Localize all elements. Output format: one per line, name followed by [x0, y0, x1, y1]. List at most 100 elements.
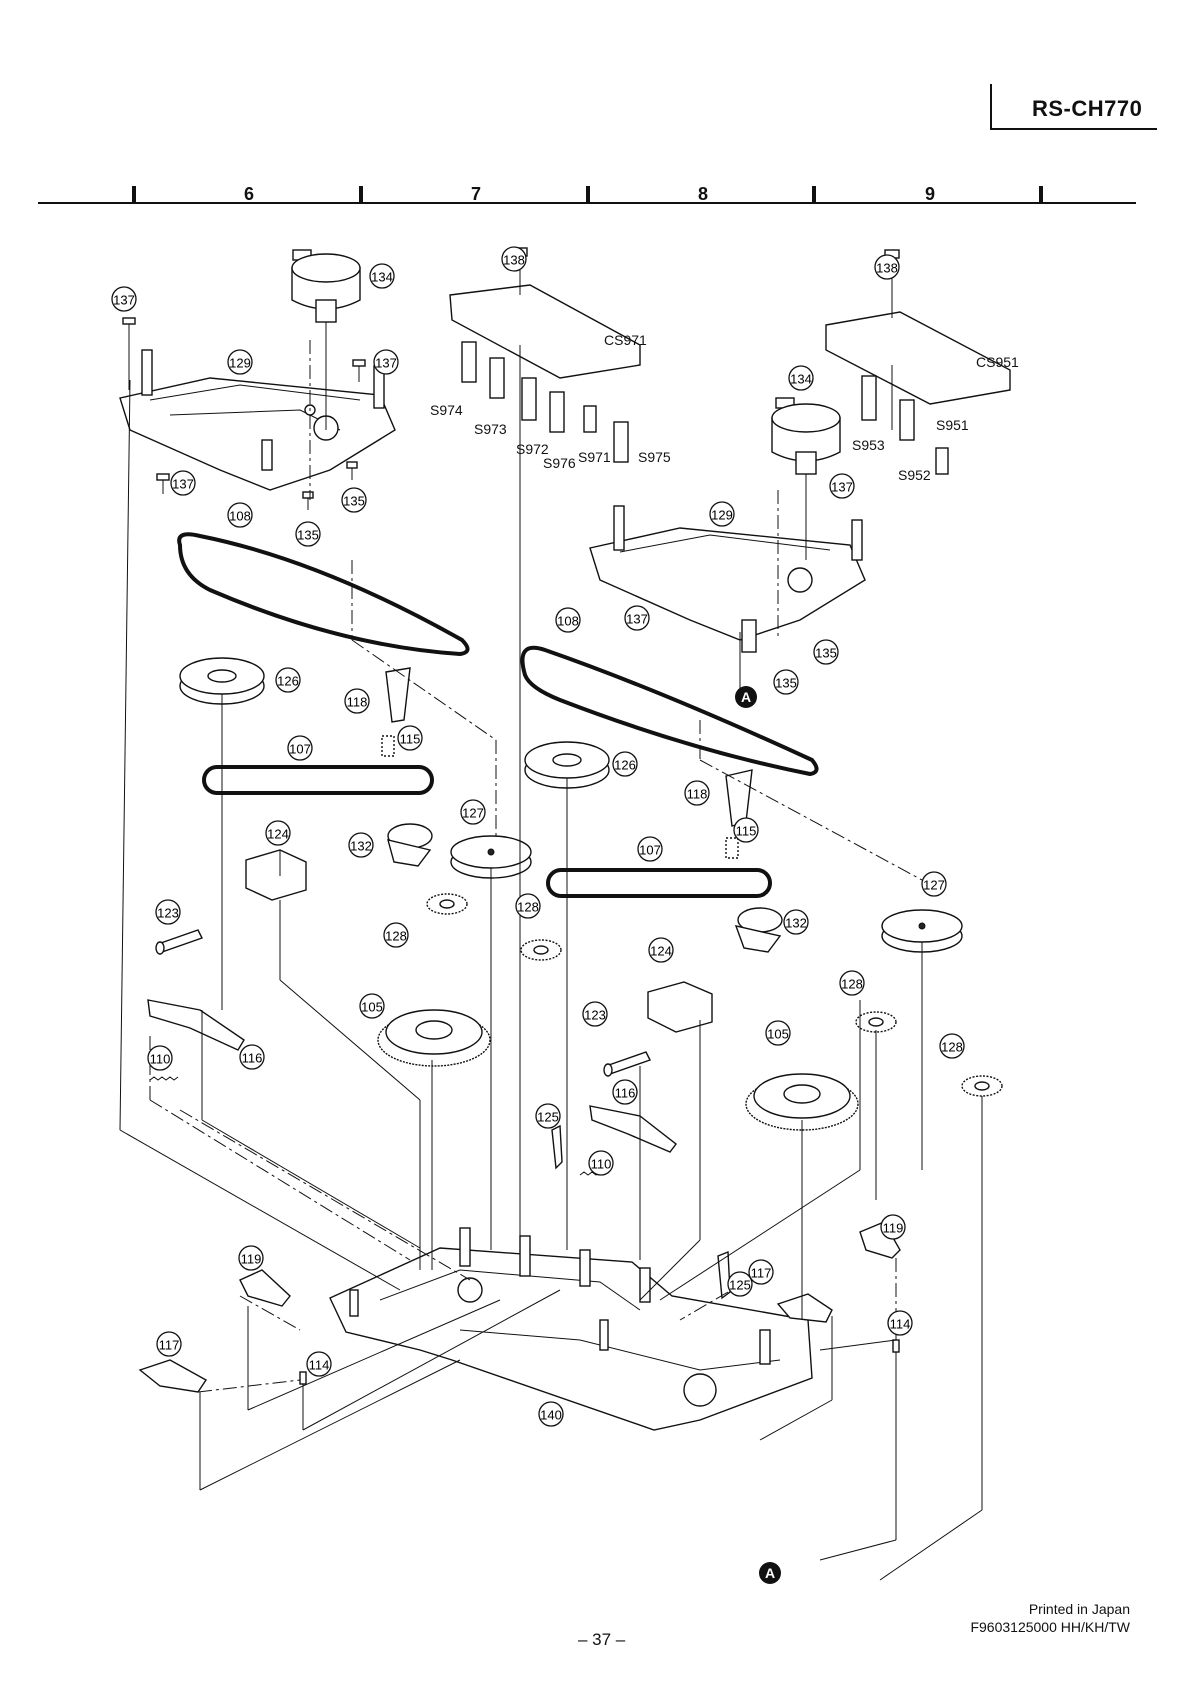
- belt-107-right: [546, 868, 772, 898]
- switch-group-left: [461, 341, 629, 463]
- callout-123: 123: [582, 1001, 608, 1027]
- callout-108: 108: [227, 502, 253, 528]
- label-cs951: CS951: [976, 354, 1019, 370]
- callout-137: 137: [624, 605, 650, 631]
- column-label: 8: [697, 184, 708, 204]
- callout-105: 105: [765, 1020, 791, 1046]
- solenoid-124-left: [245, 849, 307, 901]
- svg-text:110: 110: [591, 1157, 612, 1172]
- svg-text:135: 135: [775, 676, 797, 691]
- callout-108: 108: [555, 607, 581, 633]
- label-cs971: CS971: [604, 332, 647, 348]
- screw-137: [352, 359, 366, 382]
- svg-text:137: 137: [172, 477, 194, 492]
- motor-134-right: [771, 397, 841, 475]
- callout-129: 129: [227, 349, 253, 375]
- callout-116: 116: [612, 1079, 638, 1105]
- callout-125: 125: [535, 1103, 561, 1129]
- flywheel-126-right: [524, 741, 610, 828]
- lever-119-left: [239, 1269, 291, 1307]
- solenoid-124-right: [647, 981, 713, 1033]
- belt-108-right: [520, 645, 819, 777]
- callout-118: 118: [684, 780, 710, 806]
- callout-127: 127: [921, 871, 947, 897]
- reel-gear-105-left: [377, 1009, 491, 1067]
- print-footer: Printed in Japan F9603125000 HH/KH/TW: [940, 1600, 1130, 1636]
- callout-134: 134: [369, 263, 395, 289]
- svg-text:127: 127: [462, 806, 484, 821]
- flywheel-126-left: [179, 657, 265, 742]
- label-s973: S973: [474, 421, 507, 437]
- svg-text:137: 137: [831, 480, 853, 495]
- svg-text:118: 118: [347, 695, 368, 710]
- callout-135: 135: [813, 639, 839, 665]
- callout-117: 117: [748, 1259, 774, 1285]
- callout-126: 126: [275, 667, 301, 693]
- svg-text:114: 114: [309, 1358, 330, 1373]
- callout-128: 128: [839, 970, 865, 996]
- svg-text:118: 118: [687, 787, 708, 802]
- svg-text:105: 105: [361, 1000, 383, 1015]
- ruler-tick: [132, 186, 136, 204]
- pinch-arm-118-right: [725, 769, 753, 859]
- svg-text:110: 110: [150, 1052, 171, 1067]
- ruler-tick: [1039, 186, 1043, 204]
- svg-text:115: 115: [400, 732, 421, 747]
- model-label-box: [990, 84, 1157, 130]
- callout-128: 128: [939, 1033, 965, 1059]
- gear-132-right: [734, 907, 783, 953]
- gear-132-left: [387, 823, 433, 867]
- screw-137: [122, 317, 136, 340]
- svg-text:117: 117: [159, 1338, 180, 1353]
- pcb-138-right: [825, 249, 1011, 405]
- callout-119: 119: [238, 1245, 264, 1271]
- printed-in: Printed in Japan: [1028, 1601, 1130, 1617]
- label-s953: S953: [852, 437, 885, 453]
- svg-text:128: 128: [841, 977, 863, 992]
- callout-137: 137: [170, 470, 196, 496]
- callout-123: 123: [155, 899, 181, 925]
- gear-128-mid: [520, 939, 562, 961]
- callout-125: 125: [727, 1271, 753, 1297]
- callout-110: 110: [588, 1150, 614, 1176]
- callout-124: 124: [265, 820, 291, 846]
- callout-114: 114: [306, 1351, 332, 1377]
- pulley-127-left: [450, 835, 532, 912]
- screw-137: [156, 473, 170, 494]
- svg-text:138: 138: [503, 253, 525, 268]
- gear-128-right: [855, 1011, 897, 1033]
- marker-a-lower: A: [759, 1562, 781, 1584]
- lever-117-right: [776, 1293, 833, 1323]
- callout-127: 127: [460, 799, 486, 825]
- document-code: F9603125000 HH/KH/TW: [970, 1619, 1130, 1635]
- callout-135: 135: [341, 487, 367, 513]
- label-s952: S952: [898, 467, 931, 483]
- svg-text:125: 125: [729, 1278, 751, 1293]
- callout-138: 138: [501, 246, 527, 272]
- svg-text:126: 126: [277, 674, 299, 689]
- callout-118: 118: [344, 688, 370, 714]
- svg-text:123: 123: [157, 906, 179, 921]
- reel-gear-105-right: [745, 1073, 859, 1131]
- callout-132: 132: [783, 909, 809, 935]
- label-s971: S971: [578, 449, 611, 465]
- svg-text:128: 128: [941, 1040, 963, 1055]
- svg-text:129: 129: [229, 356, 251, 371]
- label-s975: S975: [638, 449, 671, 465]
- spring-114-left: [299, 1371, 307, 1385]
- column-label: 6: [243, 184, 254, 204]
- gear-128-left: [426, 893, 468, 915]
- lever-125-lower: [717, 1250, 731, 1300]
- lever-116-right: [589, 1105, 677, 1153]
- svg-text:134: 134: [371, 270, 393, 285]
- svg-text:116: 116: [242, 1051, 263, 1066]
- marker-a-upper: A: [735, 686, 757, 708]
- callout-138: 138: [874, 254, 900, 280]
- callout-117: 117: [156, 1331, 182, 1357]
- callout-119: 119: [880, 1214, 906, 1240]
- lever-116-left: [147, 999, 245, 1051]
- svg-text:124: 124: [267, 827, 289, 842]
- svg-text:108: 108: [229, 509, 251, 524]
- svg-text:137: 137: [626, 612, 648, 627]
